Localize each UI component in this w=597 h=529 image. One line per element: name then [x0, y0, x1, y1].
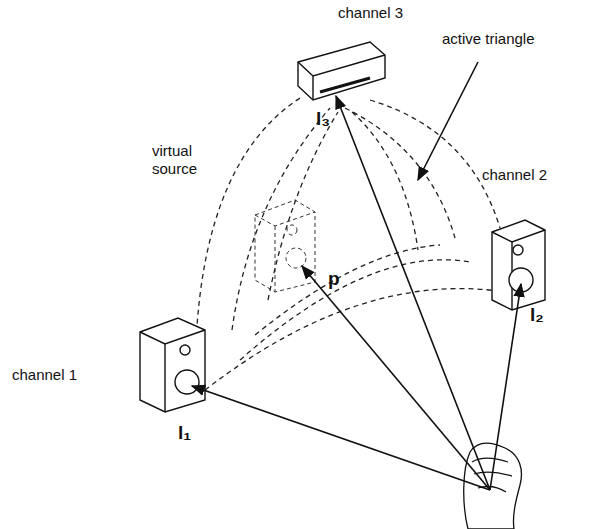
speaker-channel-3 — [298, 42, 385, 100]
gain-vectors — [192, 62, 521, 490]
virtual-source-box — [255, 200, 315, 292]
vector-label: l₂ — [528, 304, 546, 327]
vector-label: l₃ — [314, 108, 332, 131]
vector-label: l₁ — [176, 422, 193, 445]
callout-label: virtual source — [150, 142, 216, 178]
callout-label: active triangle — [440, 30, 537, 48]
channel-label: channel 1 — [10, 366, 79, 384]
vector-label: p — [326, 268, 342, 291]
channel-label: channel 2 — [480, 166, 549, 184]
speaker-channel-1 — [140, 318, 205, 412]
channel-label: channel 3 — [336, 4, 405, 22]
active-triangle-arcs — [196, 98, 505, 390]
listener-hand — [464, 443, 522, 529]
